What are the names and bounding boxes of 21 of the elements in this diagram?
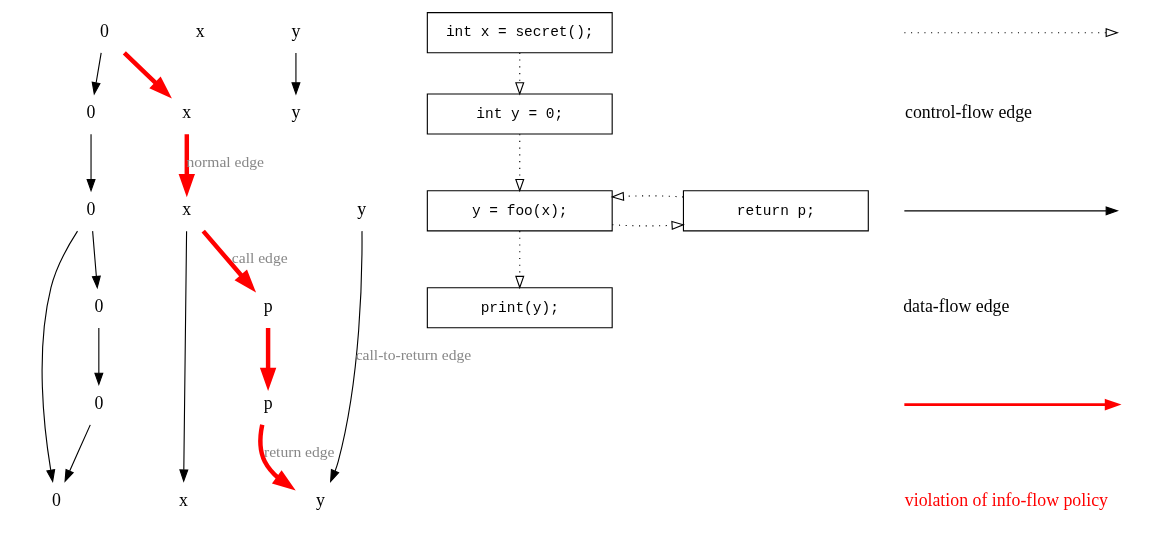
- legend-label: data-flow edge: [903, 295, 1010, 316]
- node-text: p: [263, 392, 273, 413]
- node-text: 0: [86, 199, 96, 220]
- node-text: x: [182, 102, 192, 123]
- node-text: y: [291, 20, 301, 41]
- node-text: y: [357, 199, 367, 220]
- node-text: 0: [94, 295, 104, 316]
- node-text: y: [291, 102, 301, 123]
- node-text: p: [263, 295, 273, 316]
- node-text: x: [182, 199, 192, 220]
- node-text: 0: [86, 102, 96, 123]
- node-text: y: [315, 489, 325, 510]
- node-text: 0: [52, 489, 61, 510]
- node-text: x: [195, 20, 205, 41]
- edge-label: return edge: [264, 443, 335, 461]
- node-text: 0: [94, 392, 104, 413]
- node-text: x: [179, 489, 188, 510]
- legend-label: control-flow edge: [905, 102, 1033, 123]
- node-text: 0: [99, 20, 109, 41]
- edge-label: call edge: [231, 249, 288, 267]
- legend-label: violation of info-flow policy: [904, 489, 1108, 510]
